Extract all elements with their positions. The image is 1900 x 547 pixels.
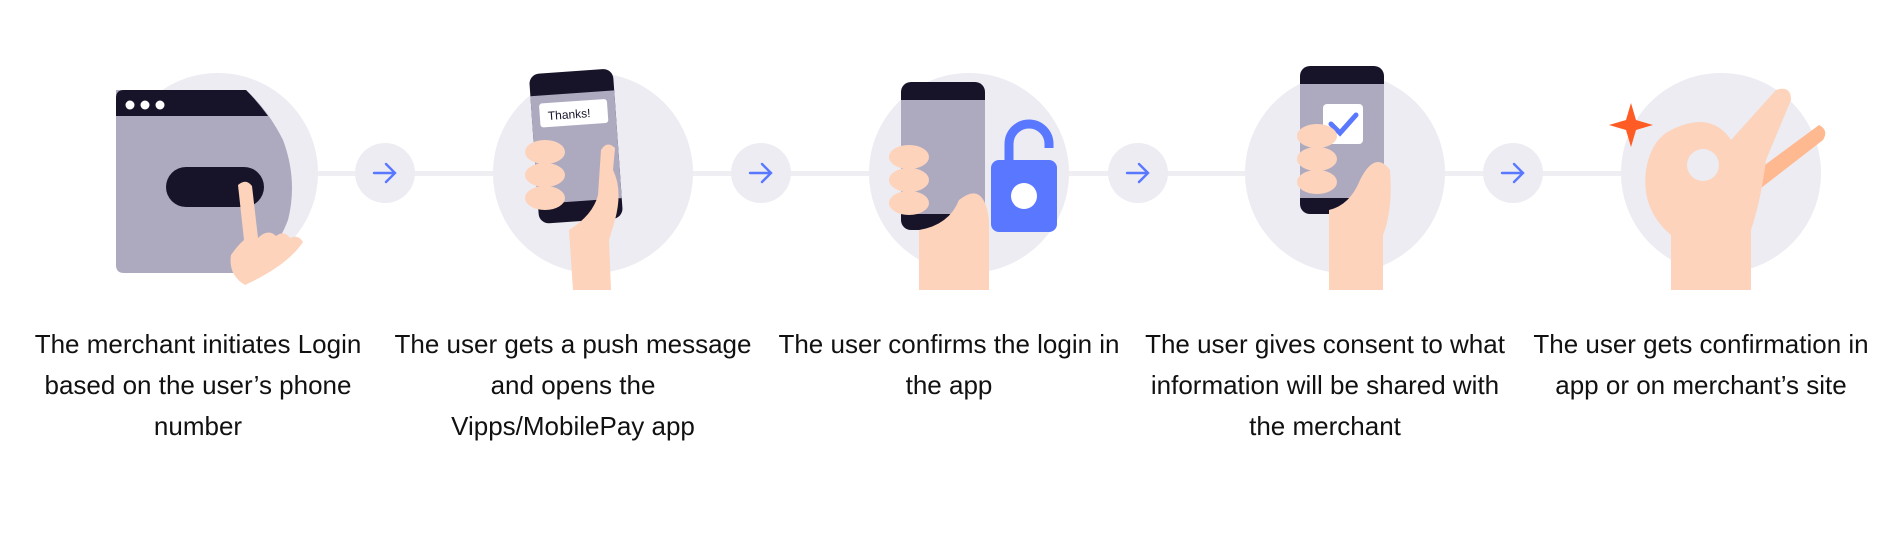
phone-unlock-icon	[869, 73, 1069, 290]
notification-text: Thanks!	[547, 106, 591, 123]
step-caption: The user gets a push message and opens t…	[394, 329, 752, 441]
arrow-right-icon	[1483, 143, 1543, 203]
step-caption: The user confirms the login in the app	[778, 329, 1120, 400]
step-caption: The user gives consent to what informati…	[1145, 329, 1505, 441]
phone-consent-icon	[1245, 66, 1445, 290]
phone-notification-icon: Thanks!	[493, 69, 693, 290]
arrow-right-icon	[731, 143, 791, 203]
arrow-right-icon	[1108, 143, 1168, 203]
arrow-right-icon	[355, 143, 415, 203]
browser-login-icon	[116, 73, 318, 285]
step-caption: The merchant initiates Login based on th…	[34, 329, 362, 441]
step-caption: The user gets confirmation in app or on …	[1533, 329, 1869, 400]
ok-hand-icon	[1609, 73, 1826, 290]
sparkle-icon	[1609, 103, 1653, 147]
